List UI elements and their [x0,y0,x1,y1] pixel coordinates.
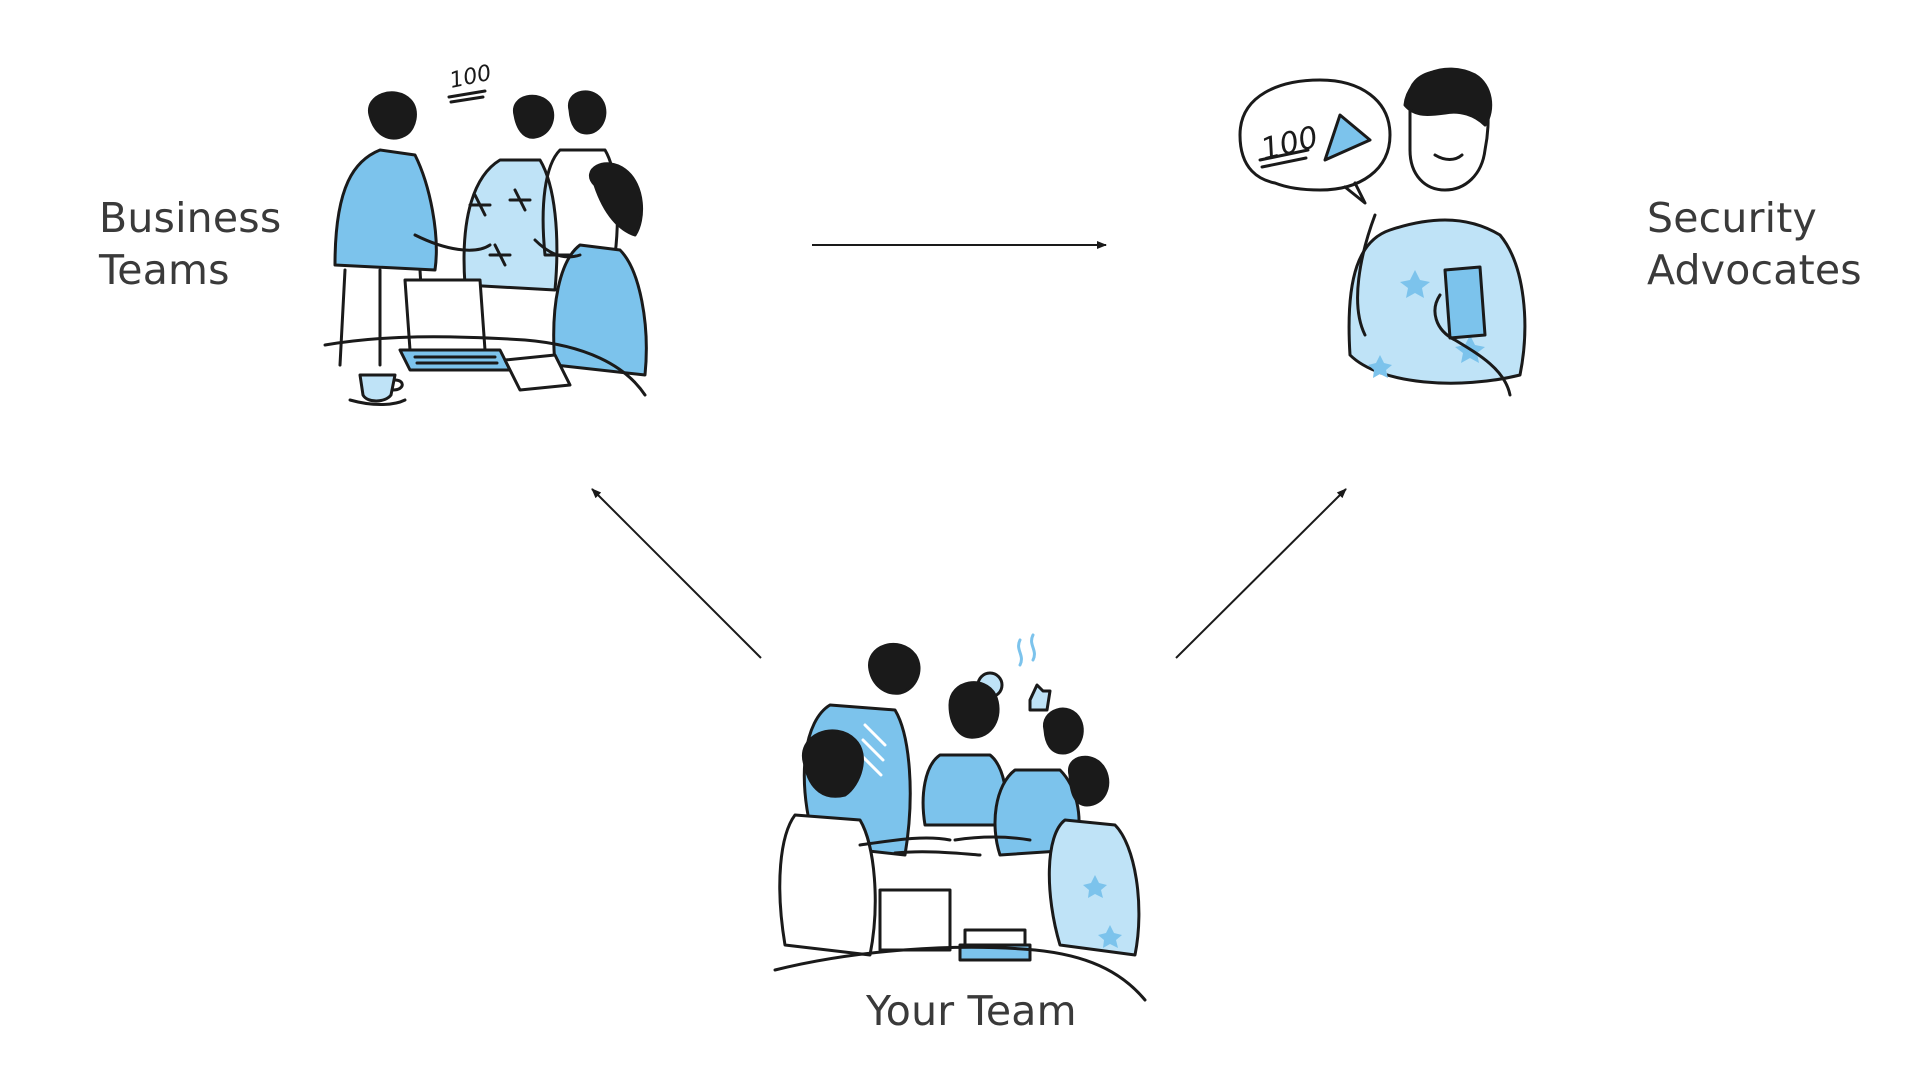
your-team-illustration [773,633,1147,1002]
your-team-label-text: Your Team [866,987,1077,1035]
security-advocates-illustration: 100 [1238,67,1527,397]
security-advocates-label-line1: Security [1647,194,1817,242]
party-popper-icon [1323,113,1372,162]
security-advocates-label: Security Advocates [1647,192,1862,296]
hundred-badge: 100 [447,61,493,94]
business-teams-illustration: 100 [323,61,648,406]
business-teams-label: Business Teams [99,192,281,296]
business-teams-label-line2: Teams [99,246,230,294]
arrow-team-to-security [1175,488,1347,659]
business-teams-label-line1: Business [99,194,282,242]
security-advocates-label-line2: Advocates [1647,246,1862,294]
thumbs-up-icon [1028,683,1052,712]
arrow-team-to-business [591,488,762,659]
your-team-label: Your Team [866,985,1077,1037]
